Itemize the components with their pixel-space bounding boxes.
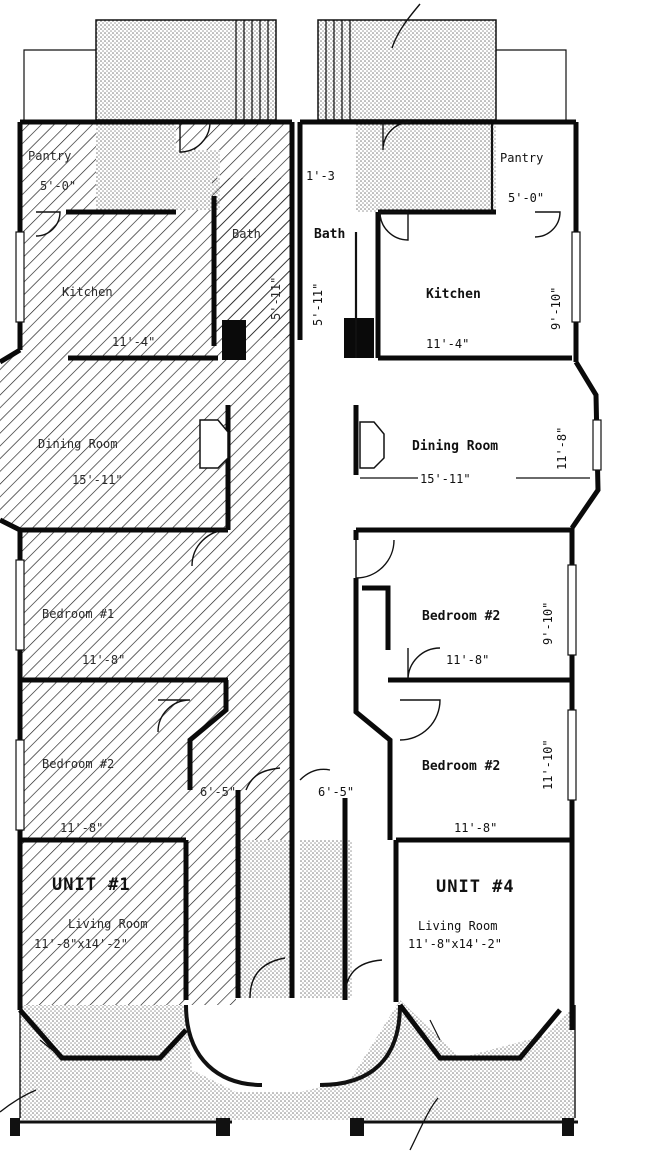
right-dining-width: 15'-11" bbox=[420, 472, 471, 486]
living-bays bbox=[18, 1003, 562, 1061]
left-pantry-dim: 5'-0" bbox=[40, 179, 76, 193]
doors bbox=[35, 121, 561, 999]
arrow-icon bbox=[409, 1097, 439, 1151]
left-living-dim: 11'-8"x14'-2" bbox=[34, 937, 128, 951]
left-bedroom2-label: Bedroom #2 bbox=[42, 757, 114, 771]
left-kitchen-label: Kitchen bbox=[62, 285, 113, 299]
right-hall-dim: 6'-5" bbox=[318, 785, 354, 799]
right-bath-label: Bath bbox=[314, 227, 345, 242]
right-kitchen-label: Kitchen bbox=[426, 287, 481, 302]
left-bath-dim: 5'-11" bbox=[269, 277, 283, 320]
left-bedroom1-label: Bedroom #1 bbox=[42, 607, 114, 621]
right-bath-top-dim: 1'-3 bbox=[306, 169, 335, 183]
right-bedroom-upper-depth: 9'-10" bbox=[541, 602, 555, 645]
right-kitchen-width: 11'-4" bbox=[426, 337, 469, 351]
right-bath-side-dim: 5'-11" bbox=[311, 283, 325, 326]
right-pantry-label: Pantry bbox=[500, 151, 543, 165]
left-bedroom1-dim: 11'-8" bbox=[82, 653, 125, 667]
arrow-icon bbox=[391, 3, 421, 49]
right-bedroom-upper-label: Bedroom #2 bbox=[422, 609, 500, 624]
left-hall-dim: 6'-5" bbox=[200, 785, 236, 799]
right-dining-label: Dining Room bbox=[412, 439, 498, 454]
left-bedroom2-dim: 11'-8" bbox=[60, 821, 103, 835]
left-pantry-label: Pantry bbox=[28, 149, 71, 163]
right-bedroom-lower-width: 11'-8" bbox=[454, 821, 497, 835]
left-dining-label: Dining Room bbox=[38, 437, 117, 451]
left-unit-label: UNIT #1 bbox=[52, 875, 131, 895]
left-bath-label: Bath bbox=[232, 227, 261, 241]
left-living-label: Living Room bbox=[68, 917, 147, 931]
right-dining-depth: 11'-8" bbox=[555, 427, 569, 470]
right-bedroom-lower-depth: 11'-10" bbox=[541, 739, 555, 790]
right-bedroom-upper-width: 11'-8" bbox=[446, 653, 489, 667]
top-porch-right bbox=[317, 3, 567, 121]
top-porch-left bbox=[23, 19, 277, 121]
left-dining-dim: 15'-11" bbox=[72, 473, 123, 487]
unit-left-labels: Pantry 5'-0" Bath Kitchen 11'-4" Dining … bbox=[28, 149, 283, 951]
right-bedroom-lower-label: Bedroom #2 bbox=[422, 759, 500, 774]
left-kitchen-dim: 11'-4" bbox=[112, 335, 155, 349]
right-living-dim: 11'-8"x14'-2" bbox=[408, 937, 502, 951]
right-living-label: Living Room bbox=[418, 919, 497, 933]
bottom-porch bbox=[0, 1000, 578, 1151]
unit-right-labels: Pantry 5'-0" 1'-3 Bath 5'-11" Kitchen 11… bbox=[306, 151, 590, 951]
right-pantry-dim: 5'-0" bbox=[508, 191, 544, 205]
windows bbox=[15, 231, 602, 831]
right-kitchen-depth: 9'-10" bbox=[549, 287, 563, 330]
right-unit-label: UNIT #4 bbox=[436, 877, 515, 897]
